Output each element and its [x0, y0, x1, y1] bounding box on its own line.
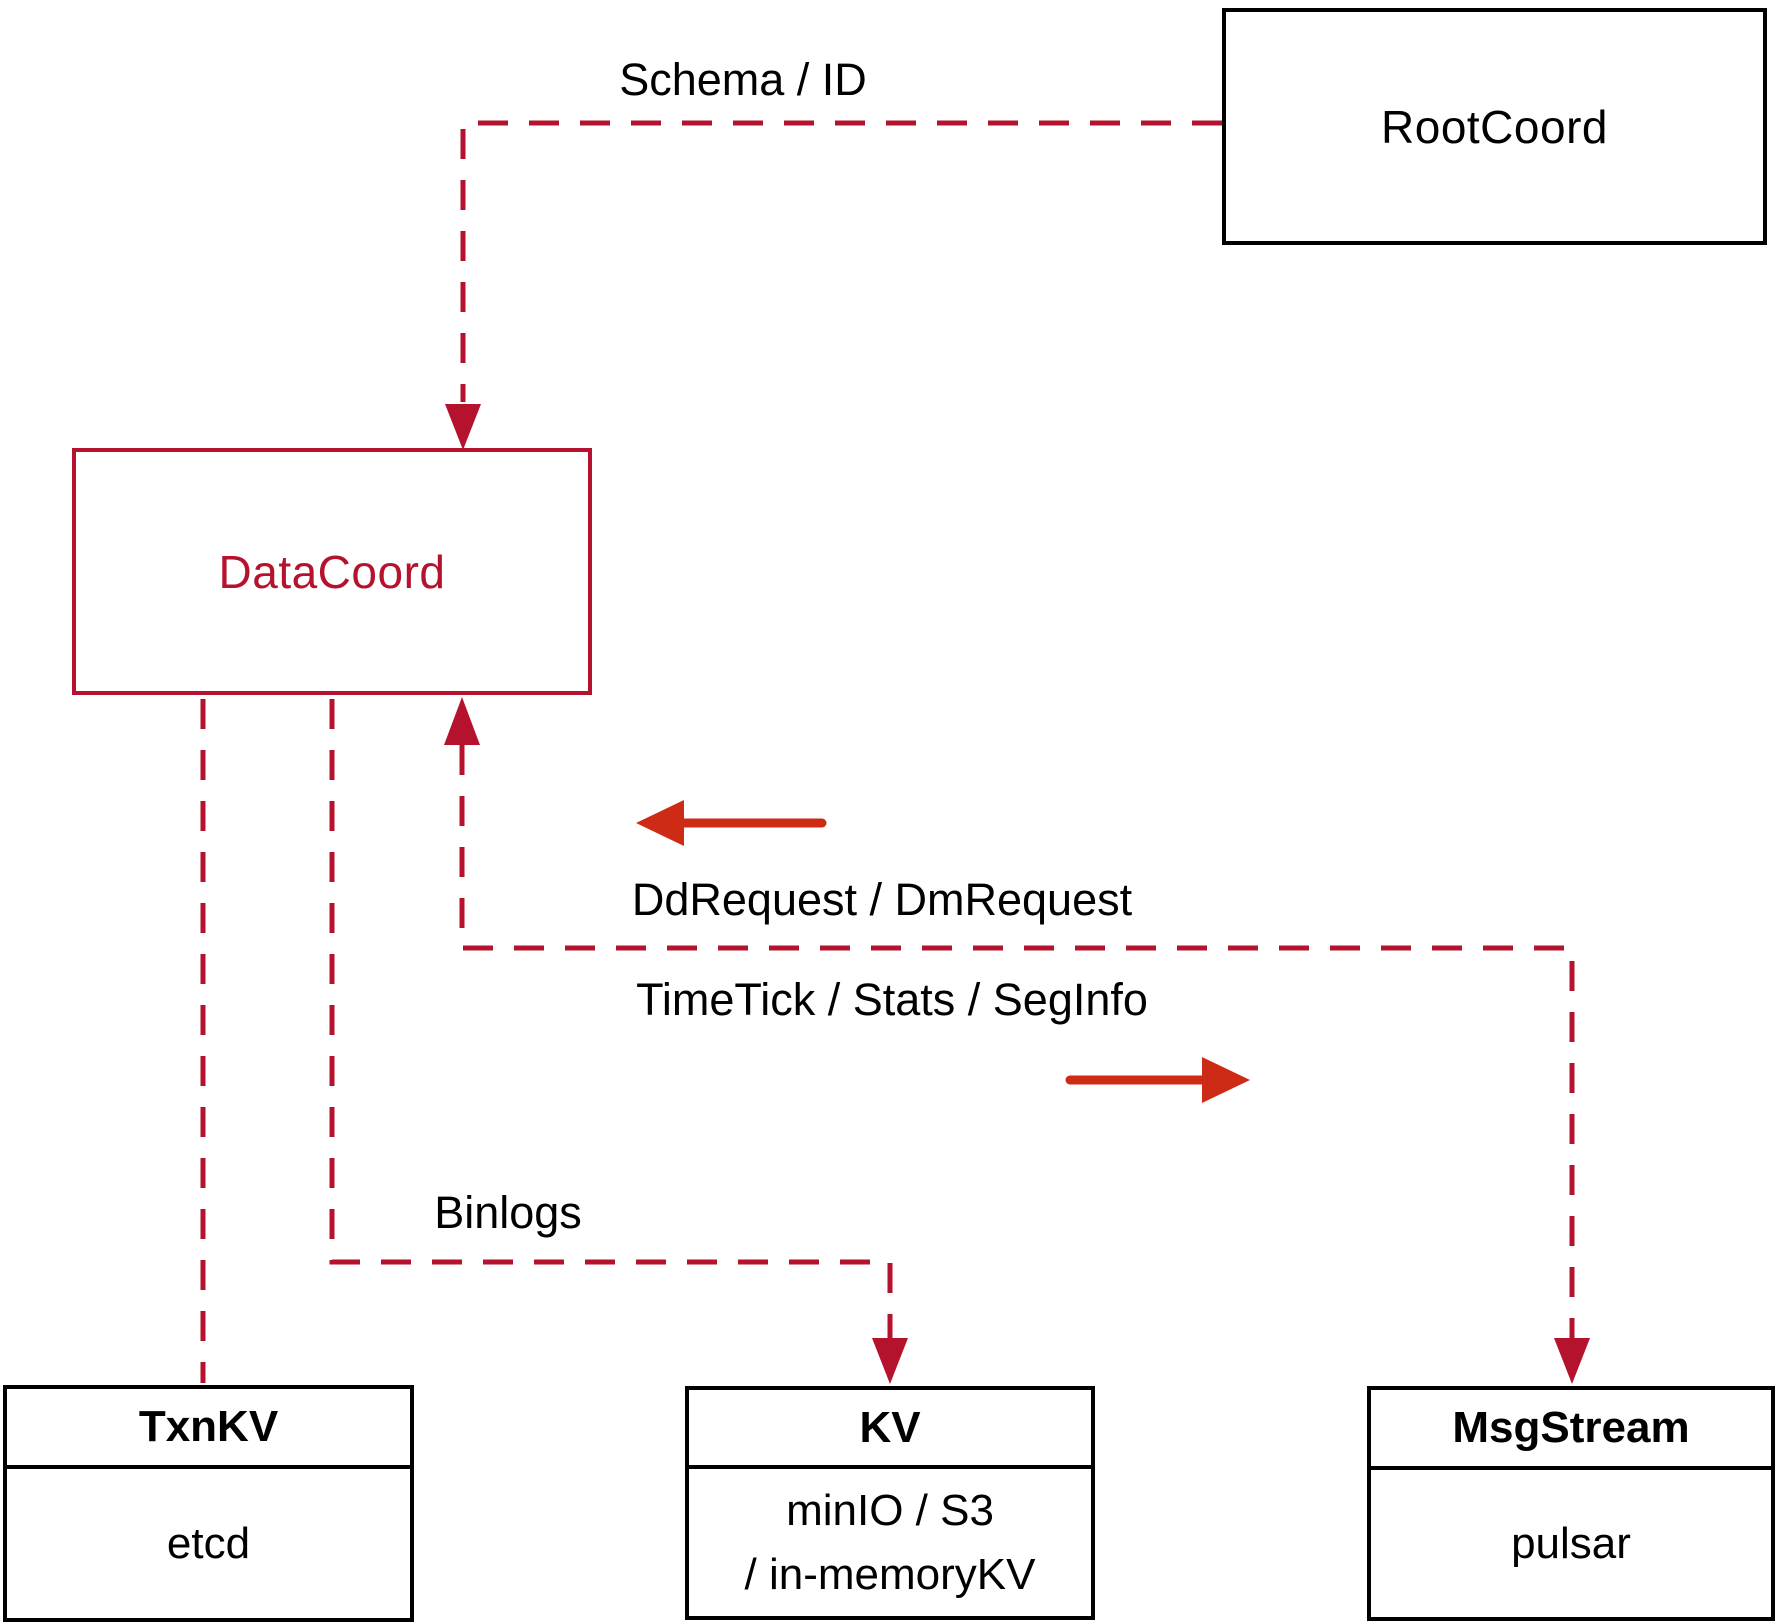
schema-id-arrowhead-down-icon	[445, 404, 481, 450]
kv-body: minIO / S3 / in-memoryKV	[689, 1469, 1091, 1616]
txnkv-title: TxnKV	[7, 1389, 410, 1469]
schema-id-edge-label: Schema / ID	[619, 54, 867, 105]
schema-id-connector	[460, 120, 1222, 402]
timetick-arrowhead-down-icon	[1554, 1338, 1590, 1384]
binlogs-arrowhead-down-icon	[872, 1338, 908, 1384]
msgstream-connector	[459, 745, 1575, 1338]
right-direction-arrow-icon	[1065, 1057, 1250, 1103]
txnkv-body: etcd	[166, 1518, 251, 1568]
msgstream-title: MsgStream	[1371, 1390, 1771, 1470]
kv-title: KV	[689, 1390, 1091, 1469]
rootcoord-label: RootCoord	[1381, 100, 1608, 153]
timetick-edge-label: TimeTick / Stats / SegInfo	[636, 974, 1148, 1025]
datacoord-label: DataCoord	[218, 545, 446, 598]
left-direction-arrow-icon	[636, 800, 827, 846]
kv-node: KV minIO / S3 / in-memoryKV	[685, 1386, 1095, 1620]
kv-body-line2: / in-memoryKV	[744, 1549, 1036, 1599]
ddrequest-arrowhead-up-icon	[444, 697, 480, 745]
kv-body-line1: minIO / S3	[786, 1485, 994, 1535]
rootcoord-node: RootCoord	[1222, 8, 1767, 245]
msgstream-body: pulsar	[1511, 1518, 1631, 1568]
ddrequest-edge-label: DdRequest / DmRequest	[631, 874, 1133, 925]
datacoord-node: DataCoord	[72, 448, 592, 695]
binlogs-edge-label: Binlogs	[434, 1187, 582, 1238]
txnkv-node: TxnKV etcd	[3, 1385, 414, 1622]
msgstream-node: MsgStream pulsar	[1367, 1386, 1775, 1621]
